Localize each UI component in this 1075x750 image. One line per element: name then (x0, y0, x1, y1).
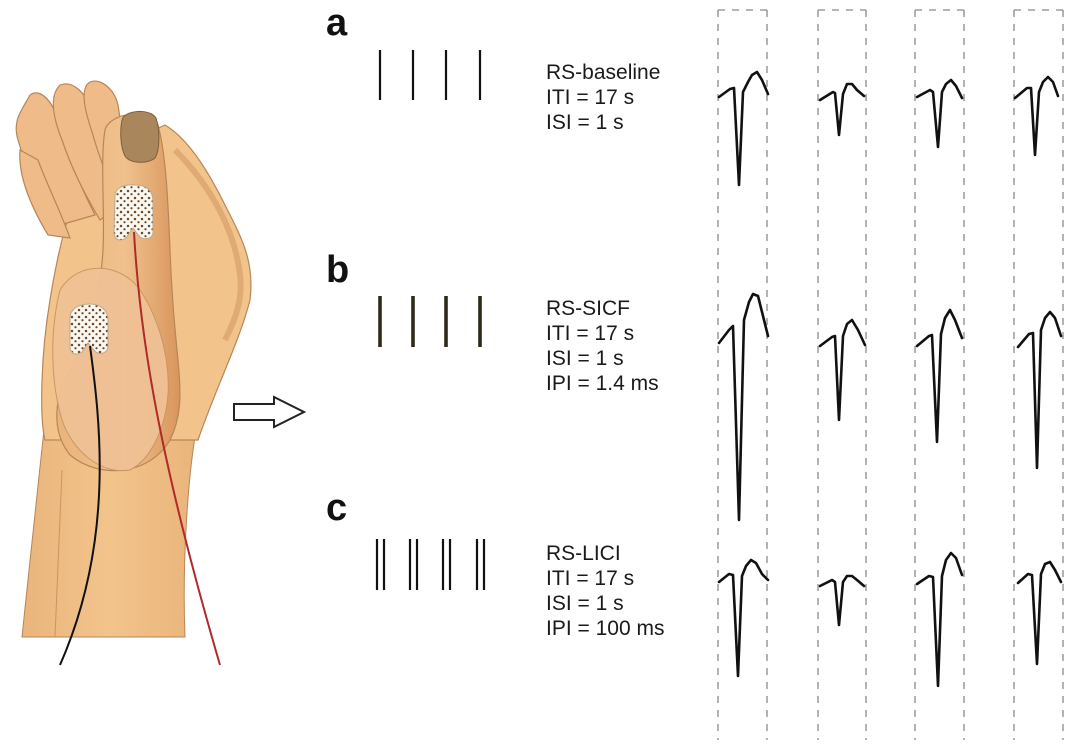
panel-letter-c: c (326, 487, 347, 529)
panel-letter-b: b (326, 249, 349, 291)
params-b: RS-SICF ITI = 17 s ISI = 1 s IPI = 1.4 m… (546, 297, 659, 395)
protocol-name-a: RS-baseline (546, 61, 660, 84)
pulse-train-c (377, 539, 484, 590)
mep-c-4 (1018, 562, 1061, 664)
mep-a-4 (1015, 77, 1058, 155)
protocol-name-c: RS-LICI (546, 542, 621, 565)
mep-b-1 (719, 294, 768, 520)
mep-a-3 (917, 80, 962, 147)
isi-b: ISI = 1 s (546, 347, 624, 370)
mep-c-1 (719, 560, 768, 676)
iti-a: ITI = 17 s (546, 86, 634, 109)
isi-c: ISI = 1 s (546, 592, 624, 615)
protocol-name-b: RS-SICF (546, 297, 630, 320)
mep-b-3 (917, 310, 962, 442)
column-dividers (718, 10, 1063, 740)
mep-a-2 (820, 84, 864, 135)
iti-b: ITI = 17 s (546, 322, 634, 345)
mep-traces-a (719, 72, 1058, 185)
ipi-b: IPI = 1.4 ms (546, 372, 659, 395)
params-a: RS-baseline ITI = 17 s ISI = 1 s (546, 61, 660, 134)
mep-b-2 (820, 320, 865, 420)
ipi-c: IPI = 100 ms (546, 617, 664, 640)
mep-b-4 (1018, 312, 1061, 468)
mep-c-3 (917, 553, 962, 686)
hand-illustration (16, 81, 251, 665)
mep-a-1 (719, 72, 768, 185)
pulse-train-a (380, 50, 480, 100)
isi-a: ISI = 1 s (546, 111, 624, 134)
panel-letter-a: a (326, 2, 348, 44)
params-c: RS-LICI ITI = 17 s ISI = 1 s IPI = 100 m… (546, 542, 664, 640)
thumbnail (121, 111, 159, 162)
right-arrow-icon (234, 397, 304, 427)
pulse-train-b (380, 296, 480, 347)
iti-c: ITI = 17 s (546, 567, 634, 590)
mep-traces-b (719, 294, 1061, 520)
mep-c-2 (820, 576, 864, 625)
mep-traces-c (719, 553, 1061, 686)
